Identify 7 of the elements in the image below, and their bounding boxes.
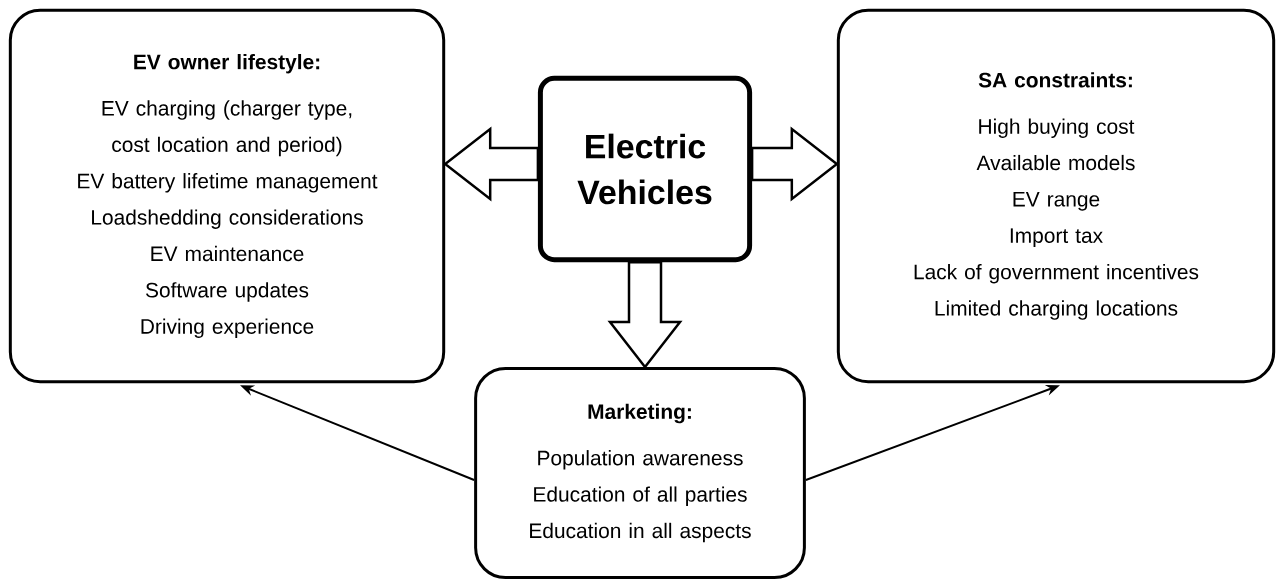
text-box: EV owner lifestyle: EV charging (charger type, cost location and period) EV battery lifetime management Loadshedding considerations EV maintenance Software updates Driving experience [8, 8, 446, 384]
text-box: Marketing: Population awareness Education of all parties Education in all aspects [474, 366, 806, 580]
block-arrow [607, 260, 683, 369]
text-box: SA constraints: High buying cost Available models EV range Import tax Lack of government incentives Limited charging locations [836, 8, 1276, 384]
block-arrow [750, 126, 839, 202]
central-box: Electric Vehicles [537, 75, 753, 263]
block-arrow [443, 126, 540, 202]
